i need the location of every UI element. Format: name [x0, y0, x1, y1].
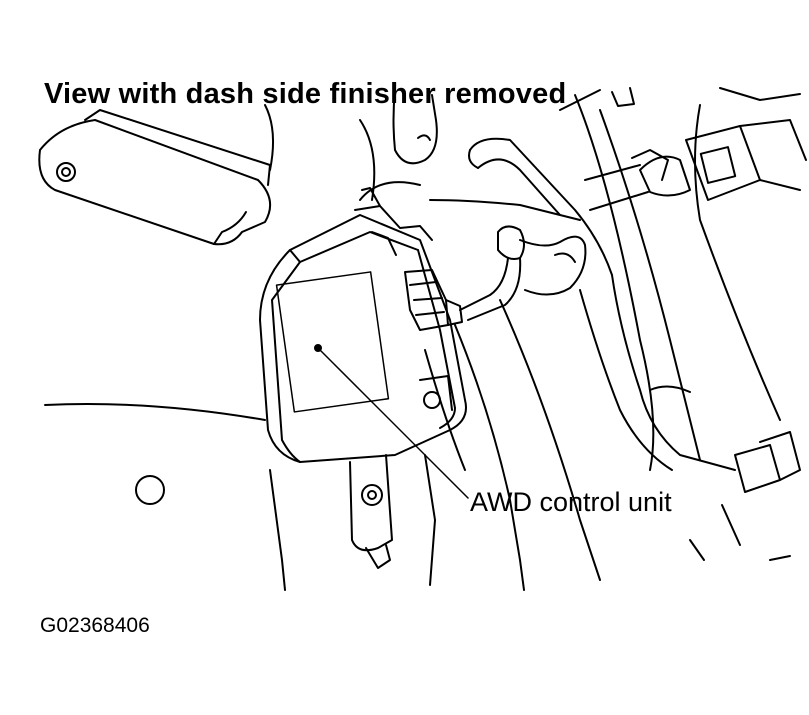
body-panel — [44, 104, 601, 591]
upper-bracket — [392, 87, 635, 165]
harness-connector — [459, 225, 587, 321]
mounting-tab — [349, 454, 393, 569]
awd-control-unit-label: AWD control unit — [470, 487, 672, 517]
right-pillar — [559, 87, 801, 471]
unit-connector — [404, 269, 463, 331]
awd-control-unit — [259, 187, 467, 463]
diagram-title: View with dash side finisher removed — [44, 78, 567, 110]
left-bracket — [38, 109, 272, 246]
wiring-harness-right — [579, 274, 801, 561]
callout-leader — [314, 344, 469, 499]
wiring-harness-top — [359, 137, 613, 276]
unit-bolt-right — [419, 375, 453, 411]
figure-id: G02368406 — [40, 614, 150, 637]
right-clip — [685, 119, 807, 201]
